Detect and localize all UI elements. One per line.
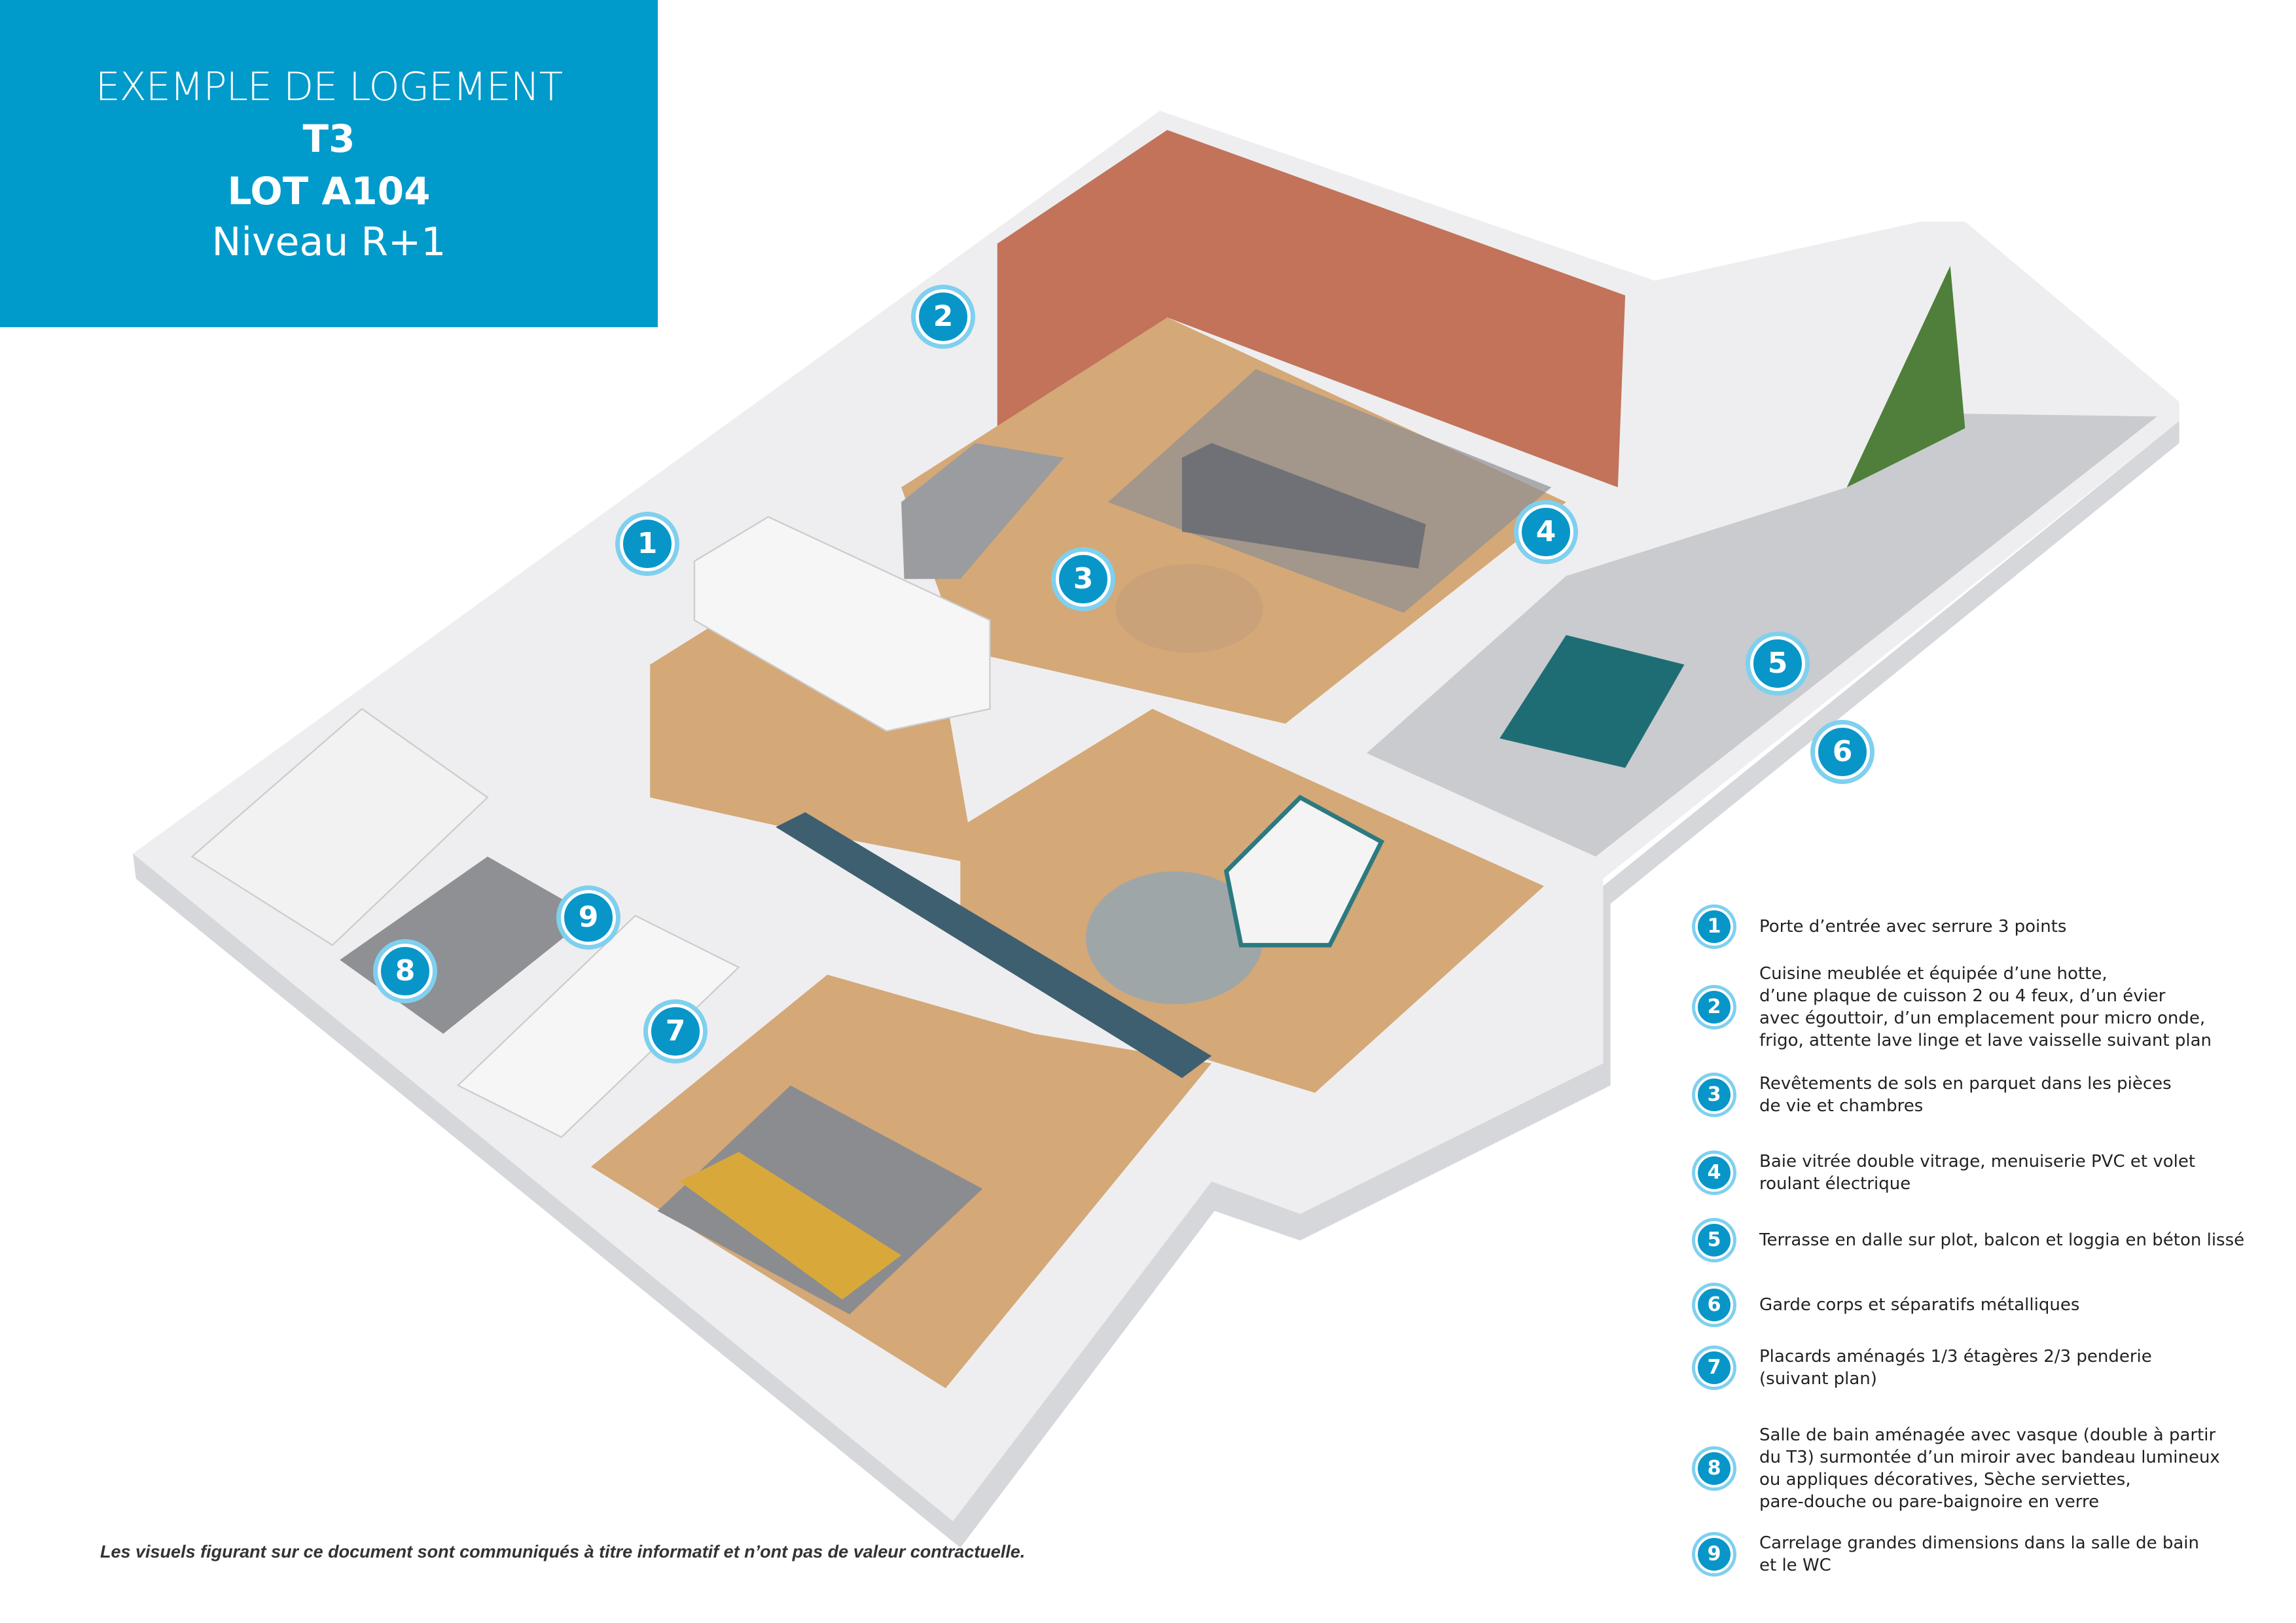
legend-text: Salle de bain aménagée avec vasque (doub…: [1759, 1425, 2220, 1512]
bed-pillows: [679, 1152, 902, 1300]
legend-item: 4 Baie vitrée double vitrage, menuiserie …: [1695, 1150, 2284, 1195]
legend-text: Baie vitrée double vitrage, menuiserie P…: [1759, 1152, 2196, 1194]
blue-wall: [776, 812, 1212, 1079]
legend-text: Placards aménagés 1/3 étagères 2/3 pende…: [1759, 1347, 2152, 1389]
legend-number: 2: [1695, 988, 1733, 1026]
legend-item: 9 Carrelage grandes dimensions dans la sa…: [1695, 1532, 2284, 1577]
legend-number: 3: [1695, 1076, 1733, 1114]
wardrobe-bedroom: [456, 914, 740, 1138]
bathtub: [190, 707, 489, 946]
plan-marker-3: 3: [1056, 552, 1111, 607]
legend-number: 5: [1695, 1221, 1733, 1259]
plan-marker-2: 2: [916, 289, 971, 344]
header-title: EXEMPLE DE LOGEMENT: [95, 64, 564, 110]
legend-text: Garde corps et séparatifs métalliques: [1759, 1295, 2080, 1315]
legend-number: 7: [1695, 1349, 1733, 1387]
kitchen-floor: [901, 442, 1064, 579]
plan-marker-9: 9: [561, 890, 616, 945]
floor-level: Niveau R+1: [211, 219, 446, 265]
plan-marker-6: 6: [1815, 724, 1870, 779]
legend-number: 6: [1695, 1286, 1733, 1324]
legend-item: 6 Garde corps et séparatifs métalliques: [1695, 1286, 2284, 1324]
legend-number: 8: [1695, 1450, 1733, 1488]
legend-item: 5 Terrasse en dalle sur plot, balcon et l…: [1695, 1221, 2284, 1259]
master-bed: [657, 1085, 983, 1315]
legend-item: 3 Revêtements de sols en parquet dans les…: [1695, 1073, 2284, 1117]
child-bed: [1223, 794, 1385, 948]
terrace-table: [1499, 635, 1685, 768]
legend-text: Revêtements de sols en parquet dans les …: [1759, 1074, 2172, 1116]
wardrobe-entry: [693, 516, 991, 732]
legend-item: 1 Porte d’entrée avec serrure 3 points: [1695, 908, 2284, 946]
terrace-plants: [1846, 266, 1965, 488]
plan-marker-7: 7: [648, 1004, 703, 1059]
hallway-floor: [650, 590, 975, 865]
legend-item: 8 Salle de bain aménagée avec vasque (dou…: [1695, 1424, 2284, 1513]
child-rug: [1086, 871, 1264, 1005]
legend-text: Porte d’entrée avec serrure 3 points: [1759, 917, 2067, 936]
plan-marker-4: 4: [1518, 505, 1573, 560]
dining-table: [1115, 564, 1264, 653]
legend-number: 4: [1695, 1154, 1733, 1192]
header-box: EXEMPLE DE LOGEMENT T3 LOT A104 Niveau R…: [0, 0, 658, 327]
legend-text: Carrelage grandes dimensions dans la sal…: [1759, 1533, 2200, 1575]
lot-number: LOT A104: [227, 169, 431, 213]
legend-number: 9: [1695, 1535, 1733, 1573]
apartment-type: T3: [302, 116, 355, 161]
plan-marker-1: 1: [620, 516, 675, 571]
legend-item: 2 Cuisine meublée et équipée d’une hotte,…: [1695, 963, 2284, 1052]
disclaimer: Les visuels figurant sur ce document son…: [100, 1542, 1026, 1561]
legend-number: 1: [1695, 908, 1733, 946]
legend-text: Terrasse en dalle sur plot, balcon et lo…: [1759, 1230, 2245, 1250]
plan-marker-8: 8: [378, 944, 433, 999]
accent-wall: [997, 130, 1626, 488]
legend-text: Cuisine meublée et équipée d’une hotte, …: [1759, 964, 2212, 1050]
sofa: [1181, 442, 1426, 569]
legend-item: 7 Placards aménagés 1/3 étagères 2/3 pend…: [1695, 1346, 2284, 1390]
plan-marker-5: 5: [1750, 636, 1805, 691]
